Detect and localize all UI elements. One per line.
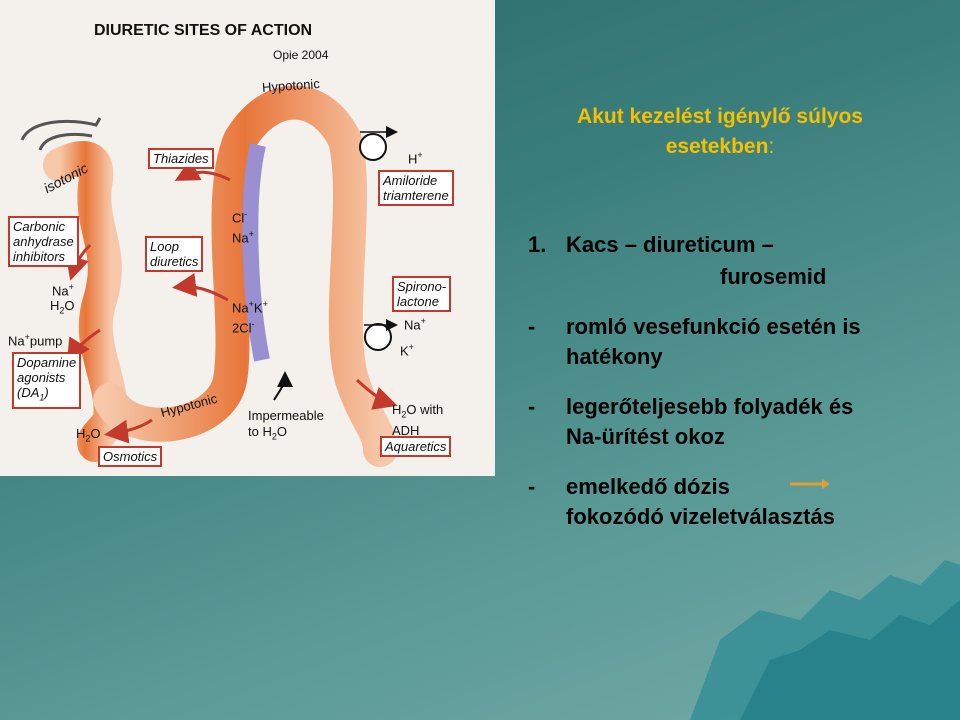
label-h-plus: H+ <box>408 150 423 167</box>
bullet3-line1: emelkedő dózis <box>566 474 730 499</box>
label-na-right: Na+ <box>404 316 426 333</box>
item1-number: 1. <box>528 232 547 257</box>
item1-line1: Kacs – diureticum – <box>566 232 774 257</box>
label-h2o-bottom: H2O <box>76 426 101 444</box>
box-spironolactone: Spirono-lactone <box>392 276 452 312</box>
tubule-diagram <box>20 85 398 467</box>
label-na-left: Na+ <box>52 282 74 299</box>
bullet3-dash: - <box>528 474 536 499</box>
label-h2o-left: H2O <box>50 298 75 316</box>
bullet3-line2: fokozódó vizeletválasztás <box>566 504 835 529</box>
bullet2-line1: legerőteljesebb folyadék és <box>566 394 854 419</box>
bullet1-line1: romló vesefunkció esetén is <box>566 314 861 339</box>
bullet1-dash: - <box>528 314 536 339</box>
item1-line2: furosemid <box>720 264 827 289</box>
label-na-k-2cl: Na+K+2Cl- <box>232 299 268 336</box>
figure-author: Opie 2004 <box>273 48 329 62</box>
right-arrow-icon <box>790 479 830 489</box>
bullet2-line2: Na-ürítést okoz <box>566 424 725 449</box>
box-osmotics: Osmotics <box>98 446 163 467</box>
diuretic-sites-figure: DIURETIC SITES OF ACTION Opie 2004 Hypot… <box>0 0 495 476</box>
box-aquaretics: Aquaretics <box>380 436 452 457</box>
bullet1-line2: hatékony <box>566 344 663 369</box>
label-na-pump: Na+pump <box>8 332 63 349</box>
slide-title: Akut kezelést igénylő súlyos esetekben: <box>577 105 863 158</box>
label-k-right: K+ <box>400 342 414 359</box>
box-thiazides: Thiazides <box>148 148 214 169</box>
bullet2-dash: - <box>528 394 536 419</box>
figure-title: DIURETIC SITES OF ACTION <box>94 22 313 39</box>
label-cl-na: Cl-Na+ <box>232 209 254 246</box>
